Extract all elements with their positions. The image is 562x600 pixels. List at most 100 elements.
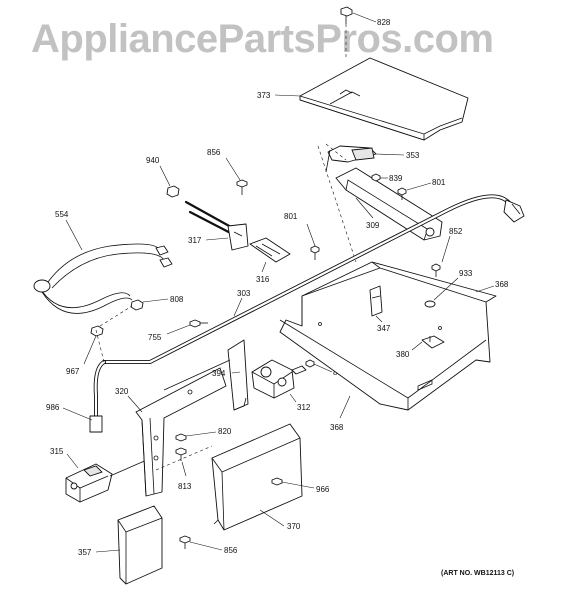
part-820-screw[interactable]: [175, 433, 187, 442]
label-368b: 368: [330, 423, 344, 432]
leader-368b: [339, 395, 351, 419]
label-317: 317: [188, 236, 202, 245]
part-368-burner-box[interactable]: [279, 261, 497, 411]
leader-303: [233, 297, 243, 317]
leader-312: [289, 393, 297, 403]
guide-line-b: [325, 143, 347, 161]
part-370-cover-panel[interactable]: [211, 423, 303, 531]
leader-317: [205, 237, 229, 241]
part-353-bracket[interactable]: [325, 145, 377, 173]
art-number: (ART NO. WB12113 C): [441, 570, 514, 577]
leader-315: [66, 453, 79, 469]
leader-986: [62, 407, 93, 421]
part-315-regulator[interactable]: [65, 455, 157, 503]
leader-940: [159, 165, 171, 187]
part-852-screw[interactable]: [431, 263, 441, 277]
part-828-screw[interactable]: [340, 6, 353, 60]
part-801a-screw[interactable]: [397, 187, 407, 200]
label-373: 373: [257, 91, 271, 100]
leader-357: [95, 549, 121, 553]
leader-828: [352, 12, 377, 23]
part-986-flex-line[interactable]: [89, 360, 106, 433]
watermark-text: AppliancePartsPros.com: [31, 17, 494, 61]
label-933: 933: [459, 269, 473, 278]
leader-380: [411, 341, 423, 351]
part-312-valve[interactable]: [251, 359, 307, 399]
leader-373: [274, 94, 301, 97]
label-309: 309: [366, 221, 380, 230]
part-755-screw[interactable]: [189, 319, 208, 328]
part-347-bracket[interactable]: [369, 285, 383, 317]
part-856b-screw[interactable]: [179, 535, 191, 549]
leader-368a: [475, 285, 495, 293]
leader-554: [65, 219, 83, 251]
label-316: 316: [256, 275, 270, 284]
label-940: 940: [146, 156, 160, 165]
label-368a: 368: [495, 280, 509, 289]
label-370: 370: [287, 522, 301, 531]
label-801a: 801: [432, 178, 446, 187]
label-839: 839: [389, 174, 403, 183]
leader-320: [127, 395, 143, 413]
label-986: 986: [46, 403, 60, 412]
label-856b: 856: [224, 546, 238, 555]
part-839-screw[interactable]: [371, 173, 381, 182]
part-967-clip[interactable]: [90, 325, 104, 337]
leader-347: [375, 315, 383, 323]
label-856a: 856: [207, 148, 221, 157]
leader-852: [441, 235, 451, 263]
part-316-igniter[interactable]: [249, 237, 291, 263]
leader-801a: [406, 182, 432, 191]
leader-933: [433, 277, 459, 301]
label-801b: 801: [284, 212, 298, 221]
part-940-grommet[interactable]: [166, 185, 180, 198]
part-309-burner[interactable]: [335, 167, 443, 241]
part-320-manifold-bracket[interactable]: [135, 367, 227, 497]
leader-353: [375, 153, 405, 156]
part-394-valve-bracket[interactable]: [227, 339, 249, 411]
label-315: 315: [50, 447, 64, 456]
part-933-nut[interactable]: [424, 300, 436, 308]
label-303: 303: [237, 289, 251, 298]
part-801b-screw[interactable]: [310, 245, 320, 260]
part-357-side-panel[interactable]: [117, 505, 163, 585]
label-312: 312: [297, 403, 311, 412]
label-357: 357: [78, 548, 92, 557]
part-813-screw[interactable]: [175, 447, 187, 461]
guide-line-a: [317, 145, 357, 263]
part-303-gas-tube[interactable]: [102, 194, 525, 364]
part-856a-screw[interactable]: [236, 179, 248, 195]
leader-755: [166, 324, 191, 335]
label-554: 554: [55, 210, 69, 219]
leader-801c: [313, 363, 333, 373]
part-966-screw[interactable]: [271, 477, 283, 486]
part-554-wire-harness[interactable]: [33, 243, 173, 314]
label-755: 755: [148, 333, 162, 342]
part-373-shield[interactable]: [299, 57, 469, 141]
leader-856a: [225, 157, 241, 181]
leader-966: [281, 481, 315, 489]
label-820: 820: [218, 427, 232, 436]
label-347: 347: [377, 324, 391, 333]
leader-967: [83, 335, 97, 365]
label-966: 966: [316, 485, 330, 494]
leader-808: [142, 298, 169, 303]
label-394: 394: [212, 369, 226, 378]
label-828: 828: [377, 18, 391, 27]
label-320: 320: [115, 387, 129, 396]
part-317-igniter-bracket[interactable]: [184, 200, 249, 251]
part-808-screw[interactable]: [99, 299, 144, 327]
leader-813: [181, 461, 187, 477]
label-353: 353: [406, 151, 420, 160]
leader-309: [355, 197, 374, 219]
leader-856b: [189, 541, 223, 551]
leader-316: [261, 261, 267, 273]
label-380: 380: [396, 350, 410, 359]
part-801c-screw[interactable]: [305, 359, 315, 368]
part-380-bracket[interactable]: [421, 335, 445, 349]
leader-801b: [306, 223, 316, 247]
label-852: 852: [449, 227, 463, 236]
leader-820: [185, 431, 217, 437]
guide-line-c: [155, 445, 213, 471]
